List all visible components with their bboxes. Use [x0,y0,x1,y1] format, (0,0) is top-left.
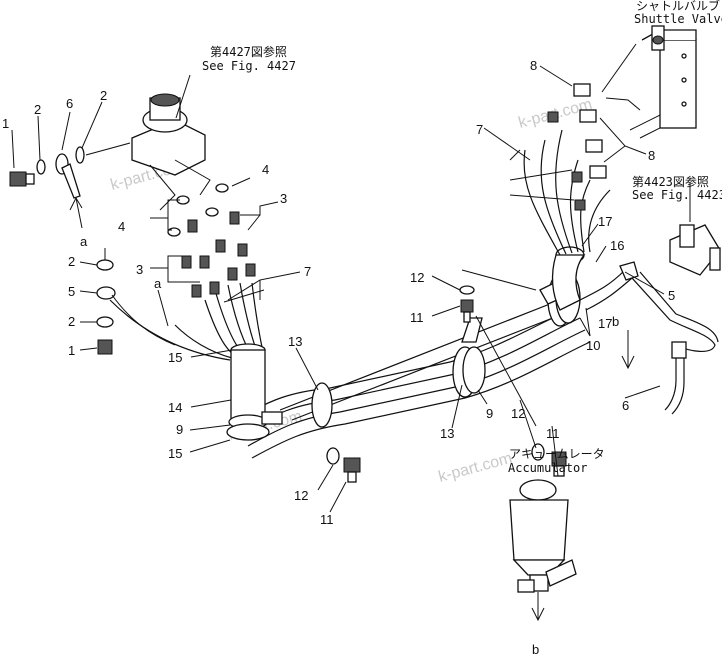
callout-4: 4 [262,162,269,177]
callout-8: 8 [530,58,537,73]
bolts-washers [326,285,567,483]
callout-10: 10 [586,338,600,353]
shuttle-valve-label-jp: シャトルバルブ [636,0,720,13]
callout-13: 13 [440,426,454,441]
right-hose-16 [579,261,719,415]
callout-2: 2 [68,254,75,269]
callout-8: 8 [648,148,655,163]
shuttle-valve-label-en: Shuttle Valve [634,12,722,26]
callout-2: 2 [34,102,41,117]
ref-fig-4427-en: See Fig. 4427 [202,59,296,73]
callout-a: a [154,276,162,291]
callout-7: 7 [476,122,483,137]
callout-13: 13 [288,334,302,349]
callout-12: 12 [410,270,424,285]
shuttle-valve [629,25,697,139]
callout-11: 11 [410,310,424,325]
callout-15: 15 [168,446,182,461]
fittings-4-3 [167,183,256,298]
callout-6: 6 [66,96,73,111]
ref-fig-4423-en: See Fig. 4423 [632,188,722,202]
left-hose-bundle [109,282,264,361]
callout-9: 9 [176,422,183,437]
callout-17: 17 [598,316,612,331]
leader-lines [11,43,691,513]
callout-9: 9 [486,406,493,421]
mid-clamp-assembly [311,317,486,428]
callout-15: 15 [168,350,182,365]
left-clamp-assembly [226,343,283,441]
accumulator-label-en: Accumulator [508,461,587,475]
callout-11: 11 [546,426,560,441]
callout-1: 1 [68,343,75,358]
pilot-control-valve [131,93,211,211]
callout-2: 2 [68,314,75,329]
connection-arrows [69,196,635,622]
accumulator [509,479,577,593]
callout-a: a [80,234,88,249]
callout-5: 5 [668,288,675,303]
callout-4: 4 [118,219,125,234]
watermark-4: k-part.com [437,450,514,486]
callout-11: 11 [320,512,334,527]
right-clamp-assembly [539,246,586,327]
callout-3: 3 [280,191,287,206]
callout-12: 12 [511,406,525,421]
callout-1: 1 [2,116,9,131]
callout-5: 5 [68,284,75,299]
callout-14: 14 [168,400,182,415]
upper-hose-bundle [523,129,611,256]
callout-b: b [612,314,619,329]
callout-3: 3 [136,262,143,277]
callout-6: 6 [622,398,629,413]
accumulator-label-jp: アキュームレータ [509,447,605,461]
callout-17: 17 [598,214,612,229]
callout-b: b [532,642,539,657]
valve-fig-4423 [669,224,721,276]
callout-16: 16 [610,238,624,253]
callout-2: 2 [100,88,107,103]
ref-fig-4423-jp: 第4423図参照 [632,174,709,189]
ref-fig-4427-jp: 第4427図参照 [210,44,287,59]
callout-7: 7 [304,264,311,279]
callout-12: 12 [294,488,308,503]
fittings-8 [547,83,607,211]
